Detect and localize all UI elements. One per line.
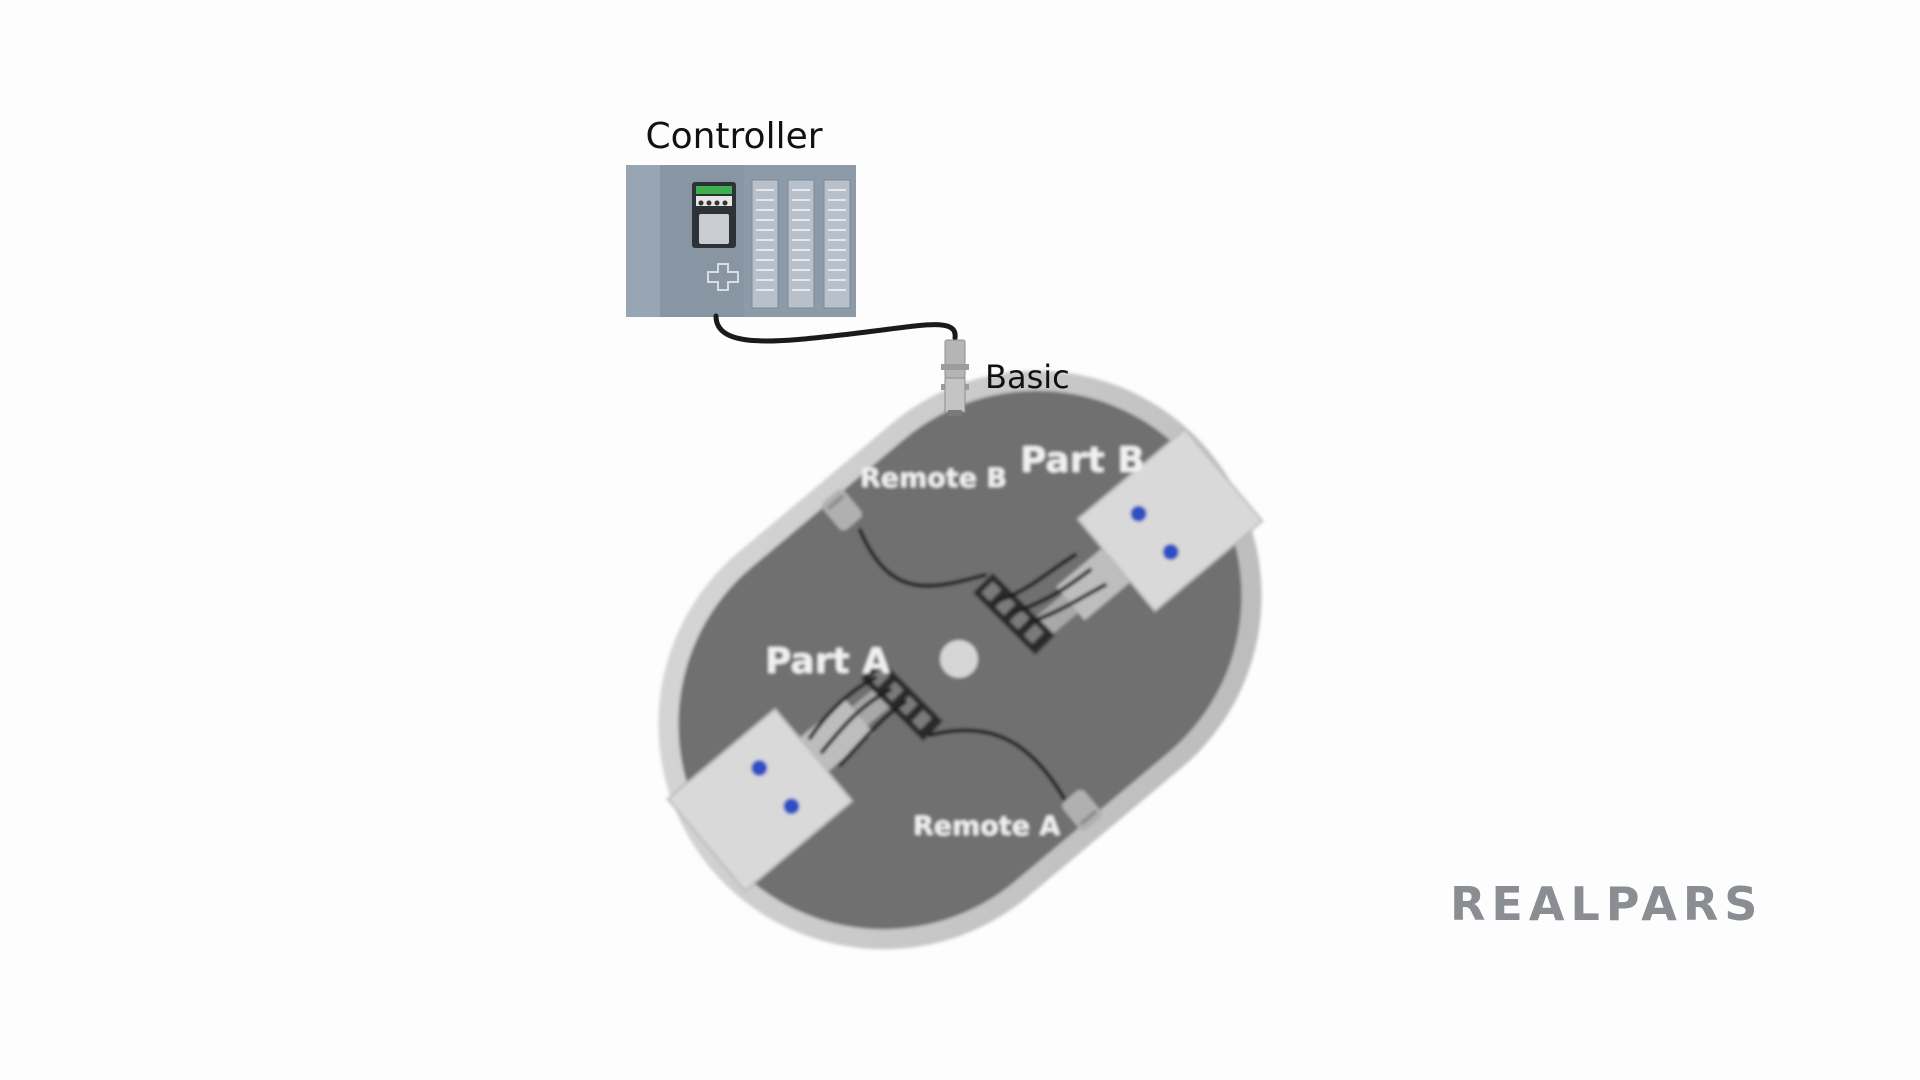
proximity-sensor-icon bbox=[941, 339, 969, 416]
controller-label: Controller bbox=[645, 116, 822, 157]
brand-name: REALPARS bbox=[1450, 877, 1763, 931]
indicator-icon bbox=[1162, 544, 1179, 561]
indicator-icon bbox=[783, 798, 800, 815]
part-a-label: Part A bbox=[765, 641, 890, 682]
terminal-block-icon bbox=[972, 572, 1056, 656]
basic-sensor: Basic bbox=[941, 339, 1070, 416]
proximity-sensor-icon bbox=[1062, 789, 1102, 831]
remote-b-label: Remote B bbox=[860, 463, 1007, 494]
controller: Controller bbox=[626, 116, 856, 317]
rotary-table: Remote B Part B Part A Remote A bbox=[658, 370, 1264, 950]
realpars-logo: REALPARS bbox=[1450, 877, 1763, 931]
remote-a-label: Remote A bbox=[913, 811, 1060, 842]
terminal-block-icon bbox=[860, 658, 944, 742]
proximity-sensor-icon bbox=[822, 489, 862, 531]
table-hub bbox=[940, 640, 978, 678]
indicator-icon bbox=[1130, 505, 1147, 522]
wiring bbox=[808, 528, 1107, 802]
plc-controller-icon bbox=[626, 165, 856, 317]
basic-label: Basic bbox=[985, 358, 1070, 396]
controller-cable bbox=[713, 313, 958, 344]
indicator-icon bbox=[751, 759, 768, 776]
part-b-label: Part B bbox=[1020, 440, 1145, 481]
